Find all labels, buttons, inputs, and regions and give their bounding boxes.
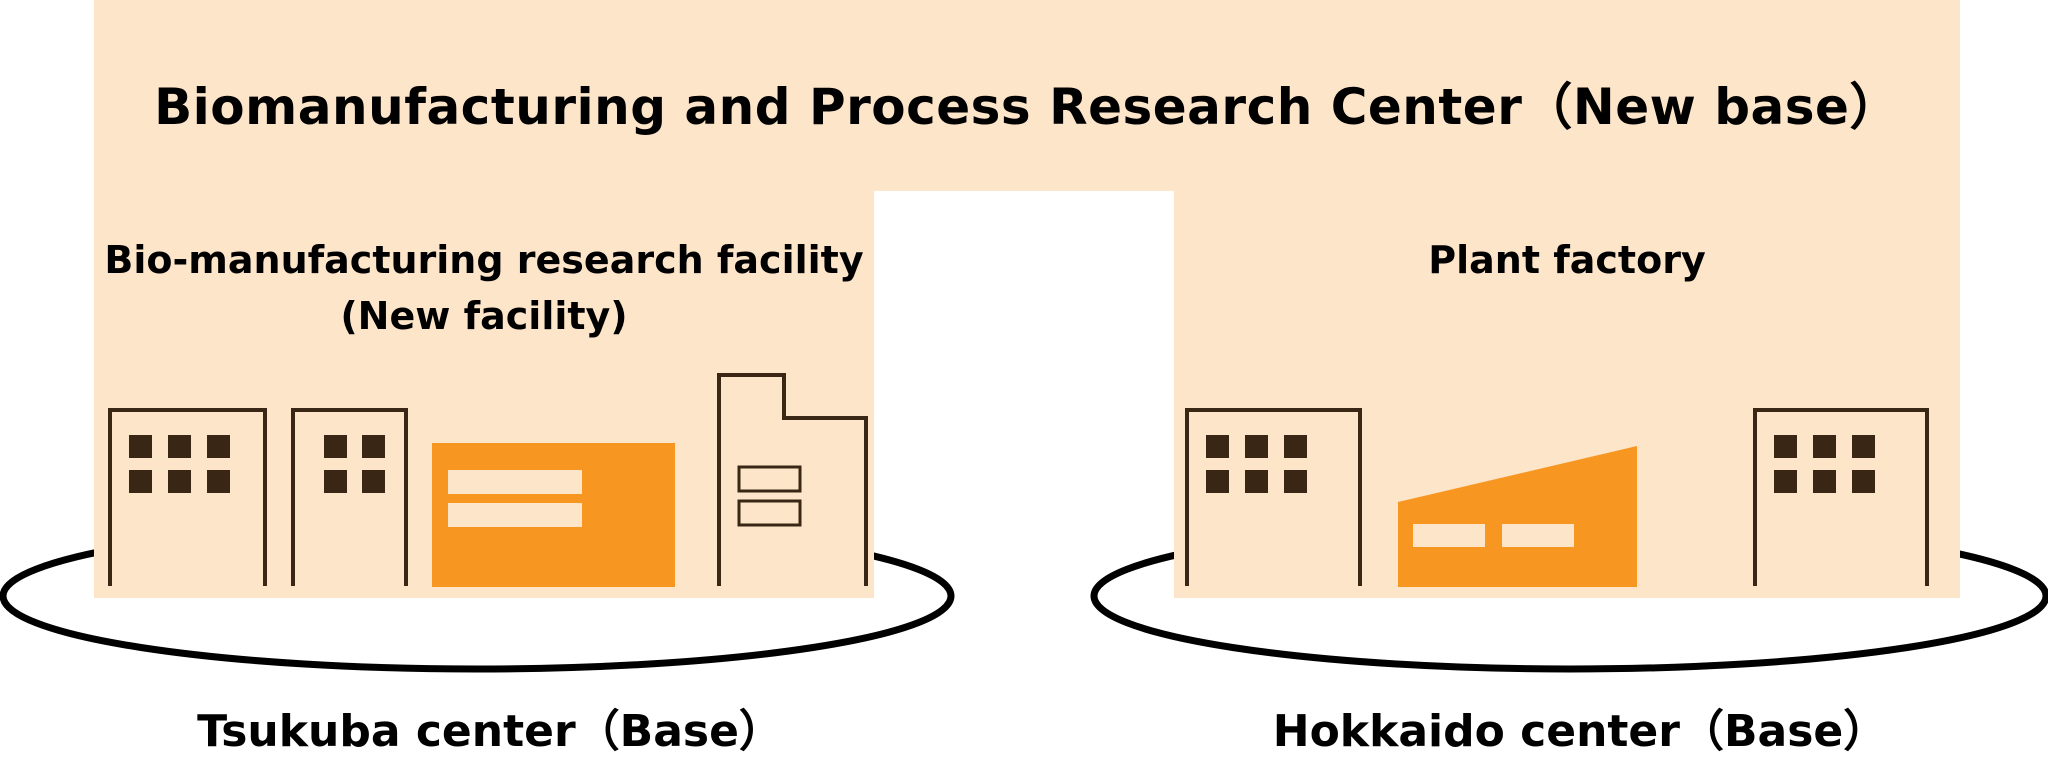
bio-facility-label-line2: (New facility) bbox=[340, 294, 628, 338]
building-1 bbox=[108, 408, 267, 586]
bio-facility-label: Bio-manufacturing research facility (New… bbox=[94, 232, 874, 344]
center-title: Biomanufacturing and Process Research Ce… bbox=[154, 78, 1900, 136]
bio-facility-label-line1: Bio-manufacturing research facility bbox=[104, 238, 864, 282]
building-4 bbox=[1753, 408, 1929, 586]
building-stepped bbox=[717, 373, 868, 586]
plant-factory-label: Plant factory bbox=[1428, 238, 1706, 282]
building-3 bbox=[1185, 408, 1362, 586]
bio-facility-block bbox=[432, 443, 675, 587]
plant-factory-block bbox=[1398, 446, 1637, 587]
tsukuba-center-label: Tsukuba center（Base） bbox=[197, 706, 783, 757]
building-2 bbox=[291, 408, 408, 586]
hokkaido-center-label: Hokkaido center（Base） bbox=[1272, 706, 1888, 757]
